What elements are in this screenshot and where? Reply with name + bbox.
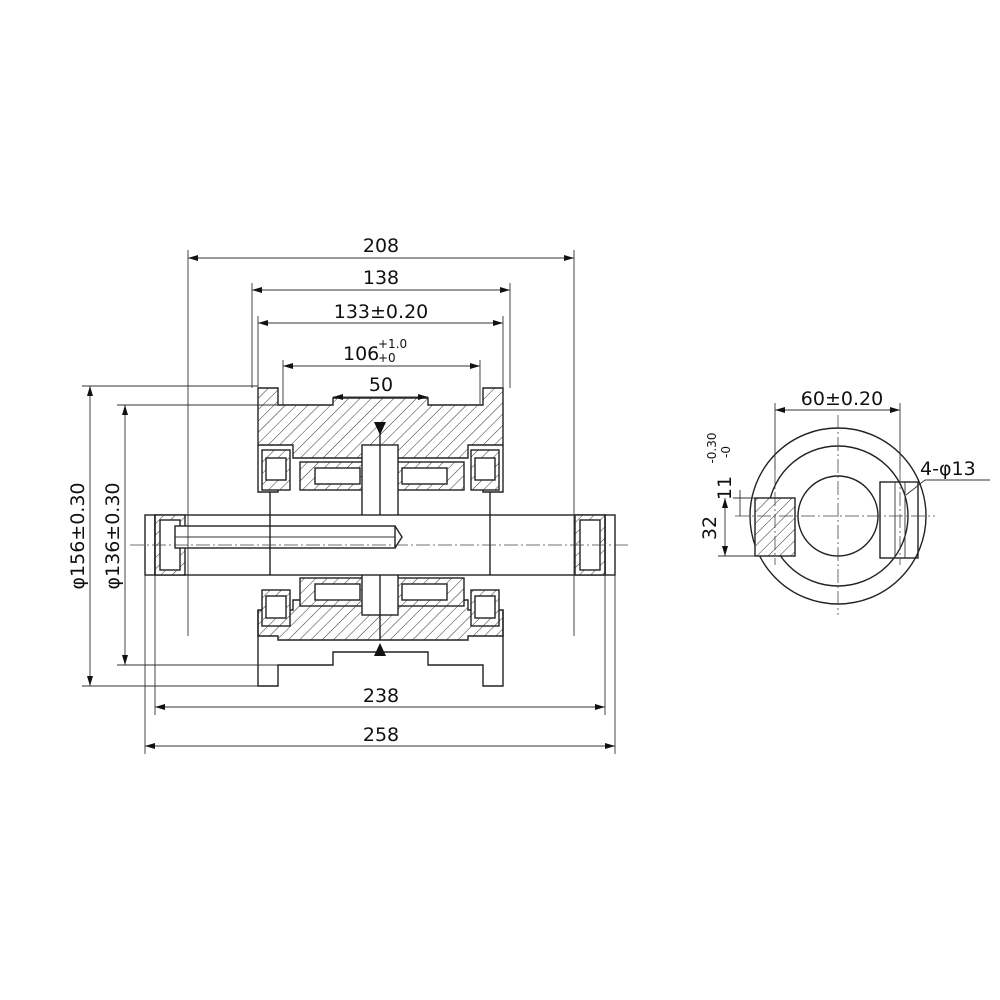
dim-holes: 4-φ13	[920, 458, 976, 480]
dim-106-upper-tol: +1.0	[378, 337, 407, 351]
dim-133: 133±0.20	[334, 301, 429, 323]
split-marker-bottom	[374, 643, 386, 656]
side-view	[735, 415, 935, 615]
dim-138: 138	[363, 267, 399, 289]
side-view-dimensions: 60±0.20 11 -0.30 -0 32 4-φ13	[699, 388, 990, 557]
front-view-dimensions: 208 138 133±0.20 106 +1.0 +0 50	[67, 235, 616, 754]
dim-11: 11	[714, 476, 736, 500]
dim-238: 238	[363, 685, 399, 707]
dim-106-lower-tol: +0	[378, 351, 396, 365]
dim-208: 208	[363, 235, 399, 257]
front-section-view	[130, 387, 630, 687]
split-marker-top	[374, 422, 386, 435]
dim-32: 32	[699, 516, 721, 540]
dim-106: 106	[343, 343, 379, 365]
dim-50: 50	[369, 374, 393, 396]
dim-258: 258	[363, 724, 399, 746]
dim-136: φ136±0.30	[102, 482, 124, 589]
side-flange-right	[879, 481, 919, 559]
dim-156: φ156±0.30	[67, 482, 89, 589]
dim-60: 60±0.20	[801, 388, 883, 410]
dim-11-tol: -0.30	[705, 432, 719, 463]
dim-11-tol2: -0	[719, 446, 733, 458]
